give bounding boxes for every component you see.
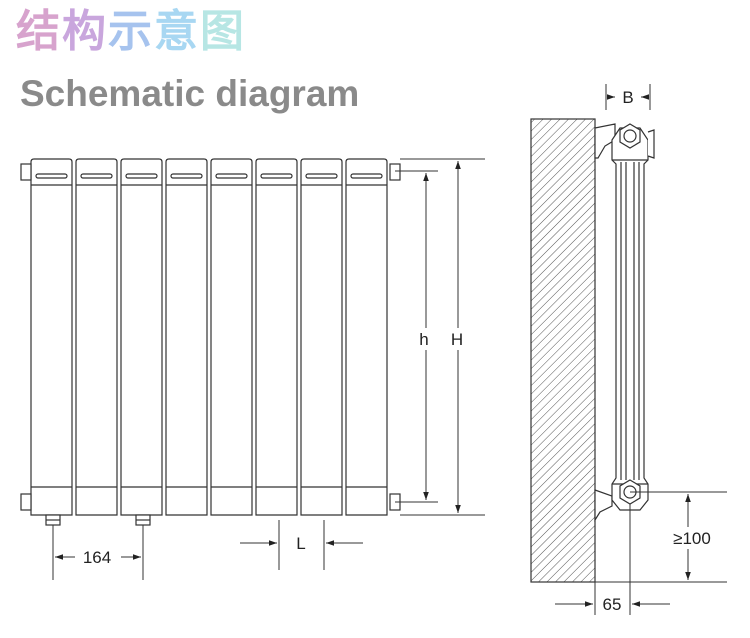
wall-brackets — [594, 123, 616, 523]
title-english: Schematic diagram — [20, 73, 360, 114]
wall — [530, 118, 596, 583]
radiator-section — [30, 158, 73, 516]
title-char-1: 构 — [62, 6, 108, 57]
radiator-section — [300, 158, 343, 516]
label-connector-spacing: 164 — [83, 548, 111, 567]
title-char-0: 结 — [16, 6, 62, 57]
radiator-section — [255, 158, 298, 516]
section-width-dimension — [240, 520, 363, 570]
title-chinese: 结构示意图 — [16, 4, 246, 60]
radiator-sections — [30, 158, 388, 516]
front-view: h H 164 L — [20, 158, 485, 580]
radiator-section — [165, 158, 208, 516]
wall-distance-dimension — [555, 504, 670, 615]
depth-dimension — [605, 84, 651, 110]
radiator-side-profile — [611, 127, 655, 511]
bottom-connectors — [45, 514, 151, 526]
side-view: B ≥100 65 — [530, 84, 727, 615]
label-floor-clearance: ≥100 — [673, 529, 711, 548]
connector-spacing-dimension — [52, 525, 144, 580]
height-dimensions — [395, 158, 485, 516]
title-char-2: 示 — [108, 6, 154, 57]
label-section-width: L — [296, 534, 305, 553]
label-total-height: H — [451, 330, 463, 349]
label-inner-height: h — [419, 330, 428, 349]
radiator-section — [345, 158, 388, 516]
radiator-section — [75, 158, 118, 516]
right-end-plugs — [389, 163, 401, 511]
title-char-3: 意 — [154, 6, 200, 57]
label-depth: B — [622, 88, 633, 107]
left-end-plugs — [20, 163, 32, 511]
label-wall-distance: 65 — [603, 595, 622, 614]
radiator-section — [120, 158, 163, 516]
radiator-section — [210, 158, 253, 516]
title-char-4: 图 — [200, 6, 246, 57]
